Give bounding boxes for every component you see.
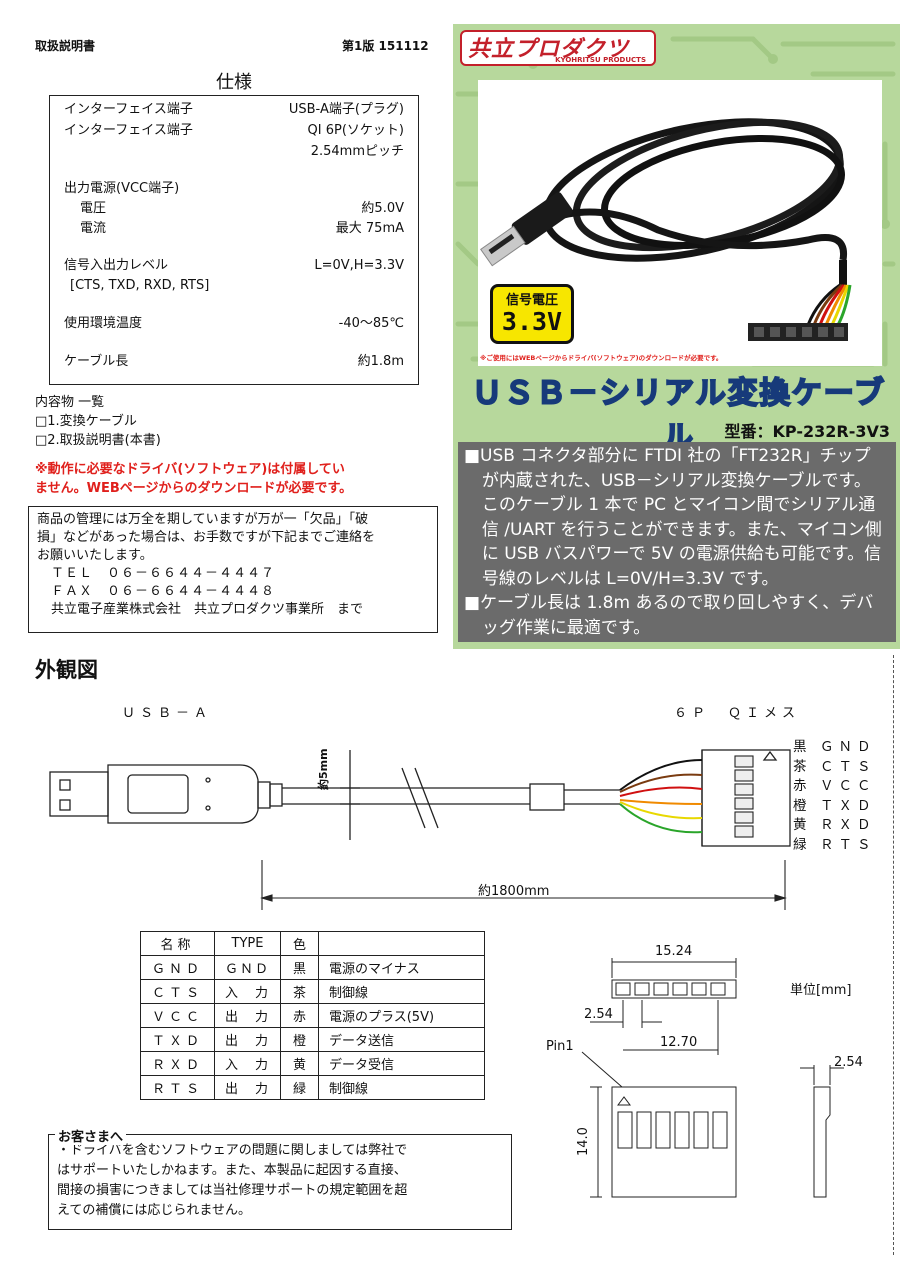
thickness-dimension: 2.54 xyxy=(834,1055,863,1070)
wire-legend: 黒 ＧＮＤ 茶 ＣＴＳ 赤 ＶＣＣ 橙 ＴＸＤ 黄 ＲＸＤ 緑 ＲＴＳ xyxy=(793,738,876,855)
warning-line-2: ません。WEBページからのダウンロードが必要です。 xyxy=(35,481,353,496)
signal-pins: [CTS, TXD, RXD, RTS] xyxy=(70,278,210,293)
wire-txd: 橙 ＴＸＤ xyxy=(793,797,876,814)
signal-value: L=0V,H=3.3V xyxy=(314,258,404,273)
product-title: ＵＳＢ－シリアル変換ケーブル xyxy=(471,375,886,456)
height-dimension: 14.0 xyxy=(576,1127,591,1156)
model-number: 型番：KP-232R-3V3 xyxy=(724,422,891,441)
edition: 第1版 151112 xyxy=(342,39,429,53)
badge-label: 信号電圧 xyxy=(505,293,558,308)
notice-line-4: えての補償には応じられません。 xyxy=(57,1203,251,1218)
notice-line-1: ・ドライバを含むソフトウェアの問題に関しましては弊社で xyxy=(57,1143,408,1158)
diameter-label: 約5mm xyxy=(317,748,330,790)
unit-label: 単位[mm] xyxy=(790,983,852,998)
interface2-value: QI 6P(ソケット) xyxy=(307,123,404,138)
customer-notice: ・ドライバを含むソフトウェアの問題に関しましては弊社で はサポートいたしかねます… xyxy=(48,1134,512,1230)
warning-line-1: ※動作に必要なドライバ(ソフトウェア)は付属してい xyxy=(35,462,345,477)
contact-line-2: 損」などがあった場合は、お手数ですが下記までご連絡を xyxy=(37,530,376,545)
appearance-title: 外観図 xyxy=(35,658,98,682)
socket-label: ６Ｐ ＱＩメス xyxy=(674,706,801,721)
wire-vcc: 赤 ＶＣＣ xyxy=(793,778,876,794)
length-label: 約1800mm xyxy=(478,884,550,899)
spec-box: インターフェイス端子 USB-A端子(プラグ) インターフェイス端子 QI 6P(ソ… xyxy=(49,95,419,385)
product-description: ■USB コネクタ部分に FTDI 社の「FT232R」チップが内蔵された、US… xyxy=(458,442,896,642)
temp-label: 使用環境温度 xyxy=(64,316,143,331)
dimension-drawing xyxy=(581,958,844,1198)
wire-gnd: 黒 ＧＮＤ xyxy=(793,739,876,755)
interface1-label: インターフェイス端子 xyxy=(64,102,193,117)
description-1: ■USB コネクタ部分に FTDI 社の「FT232R」チップが内蔵された、US… xyxy=(464,446,882,589)
usb-label: ＵＳＢ－Ａ xyxy=(122,706,213,721)
logo-text: 共立プロダクツ xyxy=(468,37,630,62)
contact-line-3: お願いいたします。 xyxy=(37,548,153,563)
signal-label: 信号入出力レベル xyxy=(64,258,169,273)
pitch-dimension: 2.54 xyxy=(584,1007,613,1022)
pin1-label: Pin1 xyxy=(546,1039,574,1054)
logo-sub: KYOHRITSU PRODUCTS xyxy=(555,56,646,64)
interface2-label: インターフェイス端子 xyxy=(64,123,193,138)
contact-tel: ＴＥＬ ０６－６６４４－４４４７ xyxy=(51,566,276,581)
download-note: ※ご使用にはWEBページからドライバ(ソフトウェア)のダウンロードが必要です。 xyxy=(480,354,723,362)
contents-item-2: □2.取扱説明書(本書) xyxy=(35,433,161,448)
wire-cts: 茶 ＣＴＳ xyxy=(793,758,876,775)
driver-warning: ※動作に必要なドライバ(ソフトウェア)は付属してい ません。WEBページからのダ… xyxy=(35,460,352,498)
current-label: 電流 xyxy=(80,221,107,236)
cut-line xyxy=(893,655,894,1255)
cable-drawing xyxy=(49,749,791,910)
contact-box: 商品の管理には万全を期していますが万が一「欠品」「破 損」などがあった場合は、お… xyxy=(28,506,438,633)
notice-title: お客さまへ xyxy=(55,1126,127,1145)
doc-type: 取扱説明書 xyxy=(35,39,96,53)
voltage-label: 電圧 xyxy=(80,201,107,216)
contents-title: 内容物 一覧 xyxy=(35,395,105,410)
span-dimension: 12.70 xyxy=(660,1035,698,1050)
table-header: 名称 TYPE 色 xyxy=(140,931,485,956)
wire-rts: 緑 ＲＴＳ xyxy=(793,836,876,853)
interface1-value: USB-A端子(プラグ) xyxy=(288,102,404,117)
voltage-value: 約5.0V xyxy=(361,201,404,216)
contact-company: 共立電子産業株式会社 共立プロダクツ事業所 まで xyxy=(51,602,364,617)
contact-line-1: 商品の管理には万全を期していますが万が一「欠品」「破 xyxy=(37,512,369,527)
width-dimension: 15.24 xyxy=(655,944,693,959)
contact-fax: ＦＡＸ ０６－６６４４－４４４８ xyxy=(51,584,276,599)
brand-logo: 共立プロダクツ KYOHRITSU PRODUCTS xyxy=(460,30,656,66)
interface2-pitch: 2.54mmピッチ xyxy=(310,144,404,159)
badge-value: 3.3V xyxy=(501,307,563,336)
temp-value: -40～85℃ xyxy=(338,316,404,331)
current-value: 最大 75mA xyxy=(335,221,404,236)
power-label: 出力電源(VCC端子) xyxy=(64,181,180,196)
wire-rxd: 黄 ＲＸＤ xyxy=(793,817,876,833)
cable-label: ケーブル長 xyxy=(64,354,129,369)
spec-title: 仕様 xyxy=(216,72,252,93)
contents-list: 内容物 一覧 □1.変換ケーブル □2.取扱説明書(本書) xyxy=(35,393,161,450)
notice-line-3: 間接の損害につきましては当社修理サポートの規定範囲を超 xyxy=(57,1183,408,1198)
cable-value: 約1.8m xyxy=(357,354,404,369)
contents-item-1: □1.変換ケーブル xyxy=(35,414,137,429)
notice-line-2: はサポートいたしかねます。また、本製品に起因する直接、 xyxy=(57,1163,407,1178)
voltage-badge: 信号電圧 3.3V xyxy=(490,284,574,344)
description-2: ■ケーブル長は 1.8m あるので取り回しやすく、デバッグ作業に最適です。 xyxy=(464,593,874,638)
